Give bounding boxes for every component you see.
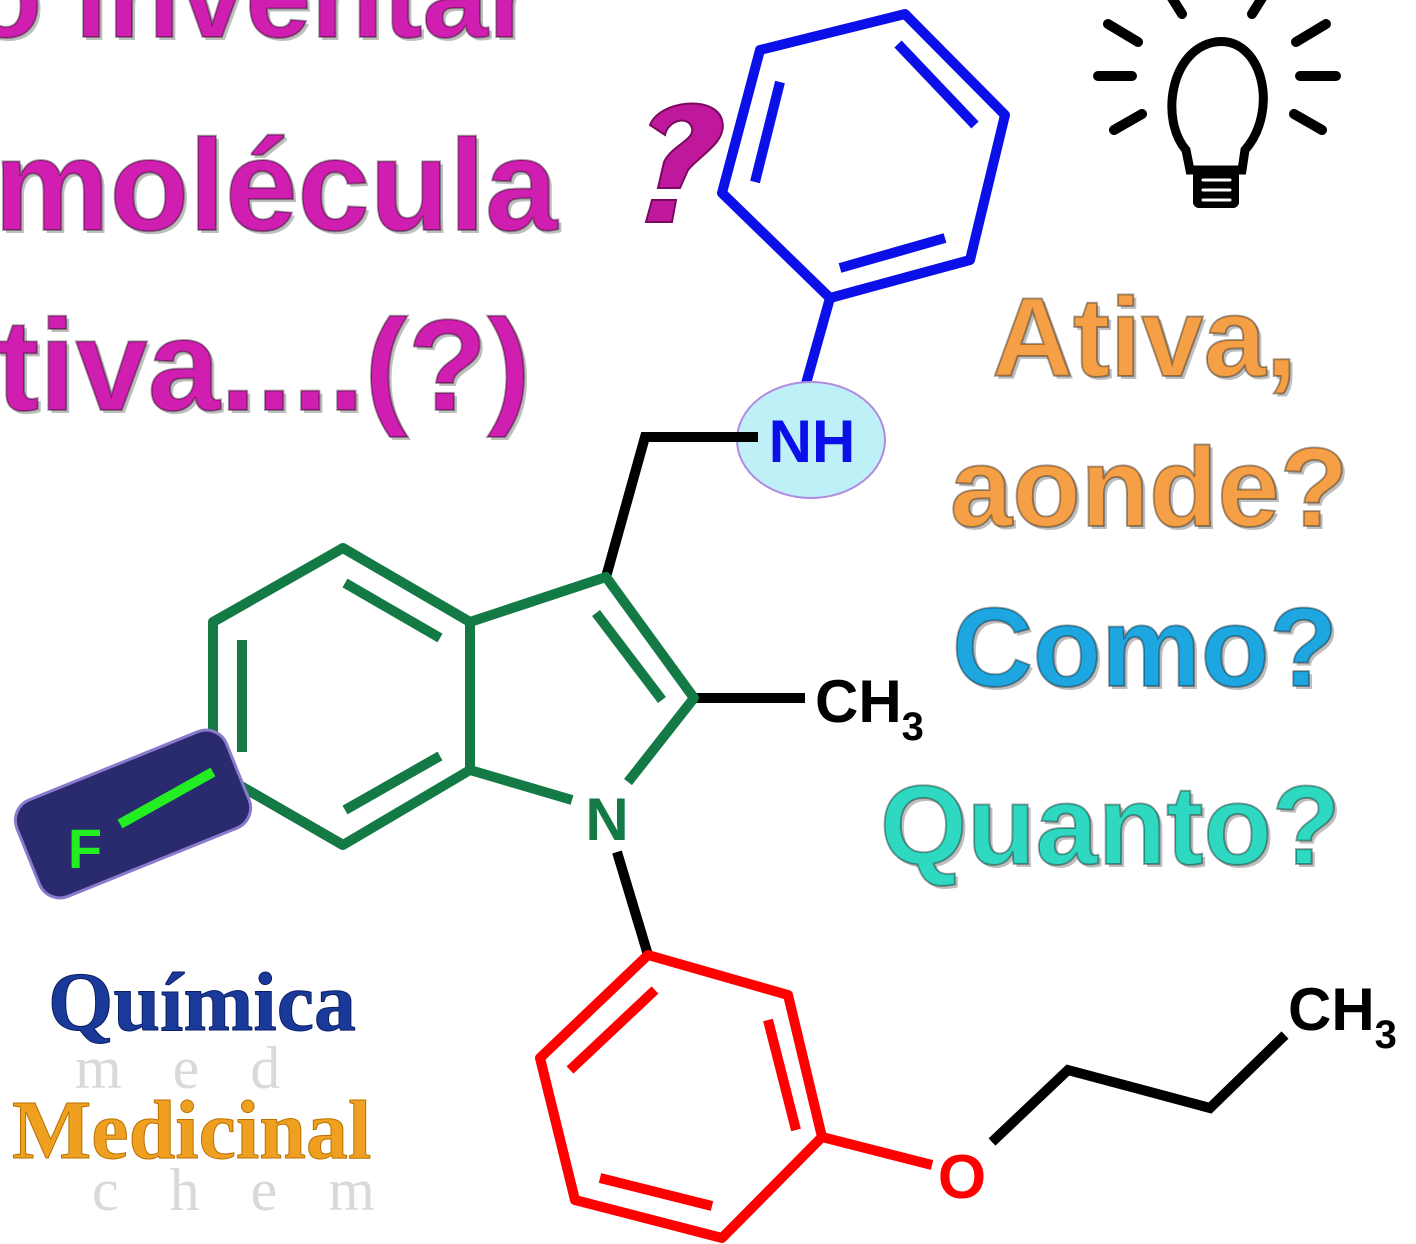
title-line-1: o inventar [0, 0, 535, 57]
logo-sub-med: m e d [75, 1035, 298, 1101]
fluorine-label: F [68, 817, 102, 880]
question-como: Como? [951, 585, 1339, 710]
propyl-sub: 3 [1375, 1013, 1397, 1057]
question-ativa: Ativa, [991, 275, 1298, 400]
question-mark-icon [644, 102, 724, 223]
phenyl-ring-bottom [535, 950, 934, 1243]
phenyl-ring-top [717, 9, 1010, 407]
logo-word-quimica: Química [48, 956, 356, 1049]
logo-word-medicinal: Medicinal [12, 1084, 371, 1177]
quimica-medicinal-logo: Química m e d Medicinal c h e m [12, 956, 393, 1224]
nh-group: NH [736, 381, 886, 499]
oxygen-label: O [938, 1143, 986, 1212]
methyl-label: CH3 [815, 668, 924, 749]
methyl-sub: 3 [902, 705, 924, 749]
fluorine-group: F [13, 728, 253, 900]
title-line-3: tiva....(?) [0, 292, 531, 438]
title-line-2: molécula [0, 112, 559, 258]
nh-label: NH [769, 408, 856, 475]
question-quanto: Quanto? [879, 763, 1341, 888]
n-label: N [585, 786, 628, 853]
question-aonde: aonde? [949, 425, 1349, 550]
propyl-ch: CH [1288, 976, 1375, 1043]
indole-core [208, 543, 699, 850]
propyl-methyl-label: CH3 [1288, 976, 1397, 1057]
methyl-ch: CH [815, 668, 902, 735]
lightbulb-icon [1093, 0, 1341, 208]
logo-sub-chem: c h e m [92, 1157, 393, 1223]
